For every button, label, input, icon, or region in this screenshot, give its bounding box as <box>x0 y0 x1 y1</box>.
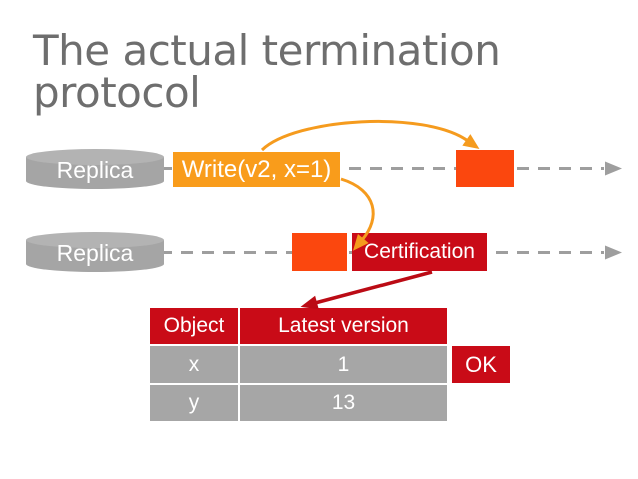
replicated-write-box-row1 <box>456 150 514 187</box>
table-header-row: Object Latest version <box>150 308 447 344</box>
timeline-row2-arrowhead-icon <box>605 245 622 260</box>
write-event-box: Write(v2, x=1) <box>173 152 340 187</box>
replica-row2-label: Replica <box>56 239 134 266</box>
replica-row1-label: Replica <box>56 156 134 183</box>
write-event-label: Write(v2, x=1) <box>181 155 332 183</box>
certification-box: Certification <box>352 233 487 271</box>
write-propagation-arrow-row2 <box>340 177 375 241</box>
table-header-latest-version: Latest version <box>240 308 447 344</box>
table-row: x 1 <box>150 346 447 383</box>
slide-title: The actual termination protocol <box>33 26 501 117</box>
version-table: Object Latest version x 1 y 13 <box>150 308 447 423</box>
table-row: y 13 <box>150 385 447 421</box>
certification-label: Certification <box>364 240 475 263</box>
table-cell-version-x: 1 <box>240 346 447 383</box>
timeline-row1-arrowhead-icon <box>605 161 622 176</box>
table-cell-object-x: x <box>150 346 238 383</box>
table-cell-object-y: y <box>150 385 238 421</box>
ok-status-badge: OK <box>452 346 510 383</box>
certification-to-table-arrow <box>314 270 433 305</box>
table-cell-version-y: 13 <box>240 385 447 421</box>
write-propagation-arrow-row1 <box>260 119 469 152</box>
table-header-object: Object <box>150 308 238 344</box>
replicated-write-box-row2 <box>292 233 347 271</box>
